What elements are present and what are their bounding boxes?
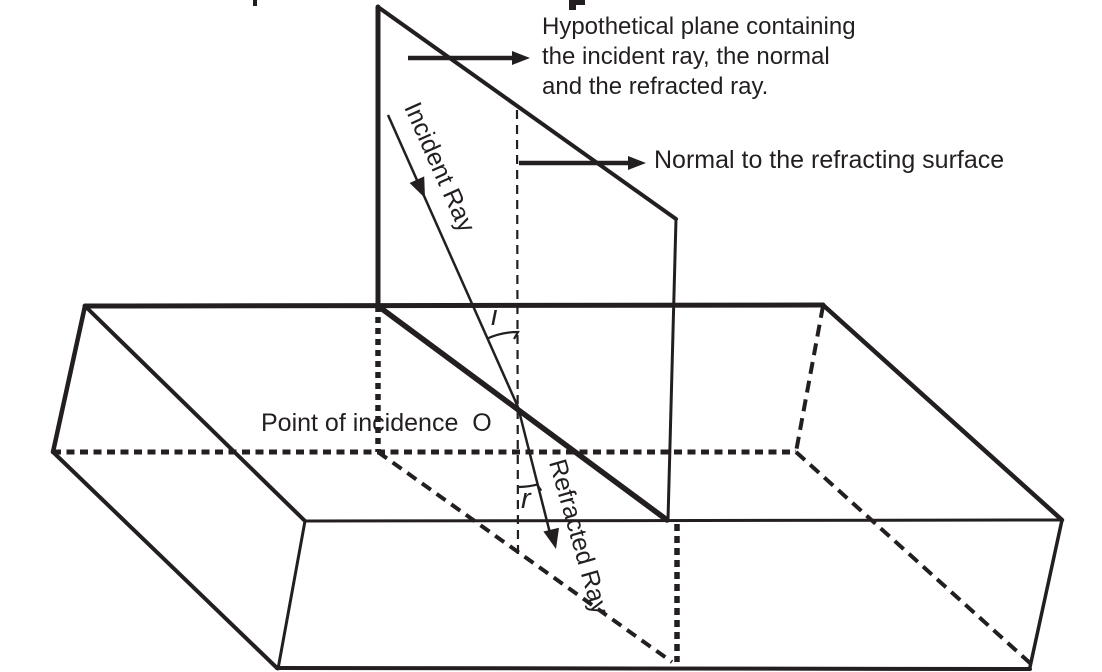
angle-r-arc bbox=[518, 483, 543, 492]
refracted-ray-arrowhead-icon bbox=[543, 527, 559, 549]
normal-caption: Normal to the refracting surface bbox=[654, 146, 1005, 174]
cropped-text-artifact bbox=[253, 0, 257, 6]
plane-caption-line-3: and the refracted ray. bbox=[542, 73, 769, 100]
plane-caption-line-2: the incident ray, the normal bbox=[542, 43, 830, 70]
angle-i-arc bbox=[487, 330, 520, 340]
refracted-ray bbox=[516, 406, 559, 549]
angle-of-incidence-label: i bbox=[491, 300, 498, 332]
plane-caption-arrow-icon bbox=[408, 51, 530, 65]
normal-caption-arrow-icon bbox=[519, 156, 646, 170]
plane-caption-line-1: Hypothetical plane containing bbox=[542, 13, 856, 40]
angle-arcs bbox=[487, 330, 543, 492]
angle-of-refraction-label: r bbox=[521, 483, 531, 515]
glass-slab bbox=[50, 302, 1065, 671]
incident-ray-arrowhead-icon bbox=[409, 176, 425, 198]
plane-caption: Hypothetical plane containing the incide… bbox=[542, 12, 856, 102]
hypothetical-plane-visible-edges bbox=[375, 4, 678, 523]
plane-top-surface-intersection bbox=[375, 303, 670, 523]
cropped-text-artifact bbox=[569, 0, 576, 10]
point-of-incidence-label: Point of incidence O bbox=[261, 409, 492, 437]
incident-ray bbox=[386, 114, 520, 408]
callout-arrows bbox=[408, 51, 646, 170]
hypothetical-plane-hidden-edges bbox=[375, 306, 680, 664]
glass-slab-hidden-edges bbox=[53, 305, 1032, 665]
cropped-text-artifact bbox=[576, 0, 585, 5]
hypothetical-plane bbox=[375, 4, 680, 664]
glass-slab-visible-edges bbox=[50, 302, 1065, 671]
